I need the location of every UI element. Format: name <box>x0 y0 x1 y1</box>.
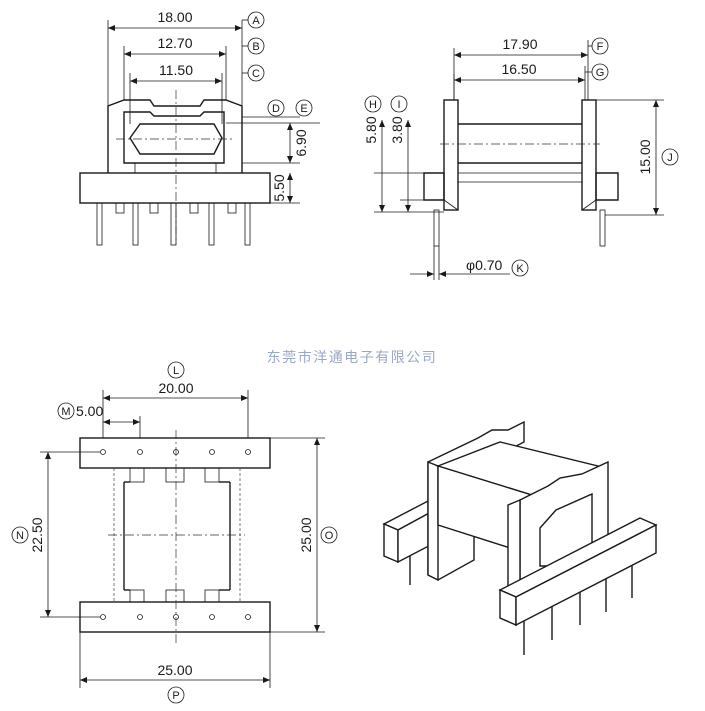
svg-text:G: G <box>596 67 605 79</box>
balloon-m: M <box>57 402 75 420</box>
balloon-c: C <box>242 64 265 82</box>
dim-de-text: 6.90 <box>293 129 309 156</box>
balloon-i: I <box>390 95 408 113</box>
svg-text:A: A <box>252 15 260 27</box>
front-view: 18.00 12.70 11.50 6.90 5.50 A B C D <box>79 9 320 246</box>
dim-k-text: φ0.70 <box>466 257 503 273</box>
dim-b-text: 12.70 <box>157 35 192 51</box>
balloon-e: E <box>295 99 313 117</box>
dim-o-text: 25.00 <box>298 517 314 552</box>
side-view: 17.90 16.50 15.00 5.80 3.80 φ0.70 F G <box>363 36 679 280</box>
svg-text:L: L <box>173 365 179 377</box>
balloon-f: F <box>588 37 609 55</box>
balloon-j: J <box>661 148 679 166</box>
balloon-k: K <box>511 259 529 277</box>
dim-m-text: 5.00 <box>76 403 103 419</box>
front-pins <box>96 202 251 246</box>
svg-text:J: J <box>667 152 673 164</box>
balloon-p: P <box>167 686 185 704</box>
isometric-view <box>382 420 658 655</box>
top-pin-holes <box>100 449 251 620</box>
dim-g-text: 16.50 <box>501 61 536 77</box>
balloon-l: L <box>167 361 185 379</box>
svg-text:B: B <box>252 41 259 53</box>
dim-i-text: 3.80 <box>389 116 405 143</box>
svg-text:D: D <box>272 103 280 115</box>
svg-text:M: M <box>61 406 70 418</box>
balloon-o: O <box>320 526 338 544</box>
svg-text:H: H <box>369 99 377 111</box>
dim-n-text: 22.50 <box>29 517 45 552</box>
dim-a-text: 18.00 <box>157 9 192 25</box>
svg-text:I: I <box>397 99 400 111</box>
svg-text:E: E <box>300 103 307 115</box>
dim-base-text: 5.50 <box>271 174 287 201</box>
dim-j-text: 15.00 <box>637 139 653 174</box>
balloon-b: B <box>242 37 265 55</box>
svg-text:P: P <box>172 690 179 702</box>
svg-text:K: K <box>516 263 524 275</box>
svg-text:N: N <box>16 530 24 542</box>
balloon-d: D <box>267 99 285 117</box>
balloon-h: H <box>364 95 382 113</box>
dim-h-text: 5.80 <box>363 116 379 143</box>
svg-text:O: O <box>325 530 334 542</box>
company-name: 东莞市洋通电子有限公司 <box>267 349 438 366</box>
dim-c-text: 11.50 <box>159 62 193 78</box>
balloon-g: G <box>585 63 609 81</box>
top-view: 20.00 5.00 22.50 25.00 25.00 L M N <box>11 361 338 704</box>
svg-text:C: C <box>252 68 260 80</box>
dim-p-text: 25.00 <box>157 662 192 678</box>
dim-f-text: 17.90 <box>502 36 537 52</box>
balloon-n: N <box>11 526 29 544</box>
dim-l-text: 20.00 <box>158 380 193 396</box>
svg-text:F: F <box>597 41 604 53</box>
balloon-a: A <box>242 11 265 29</box>
